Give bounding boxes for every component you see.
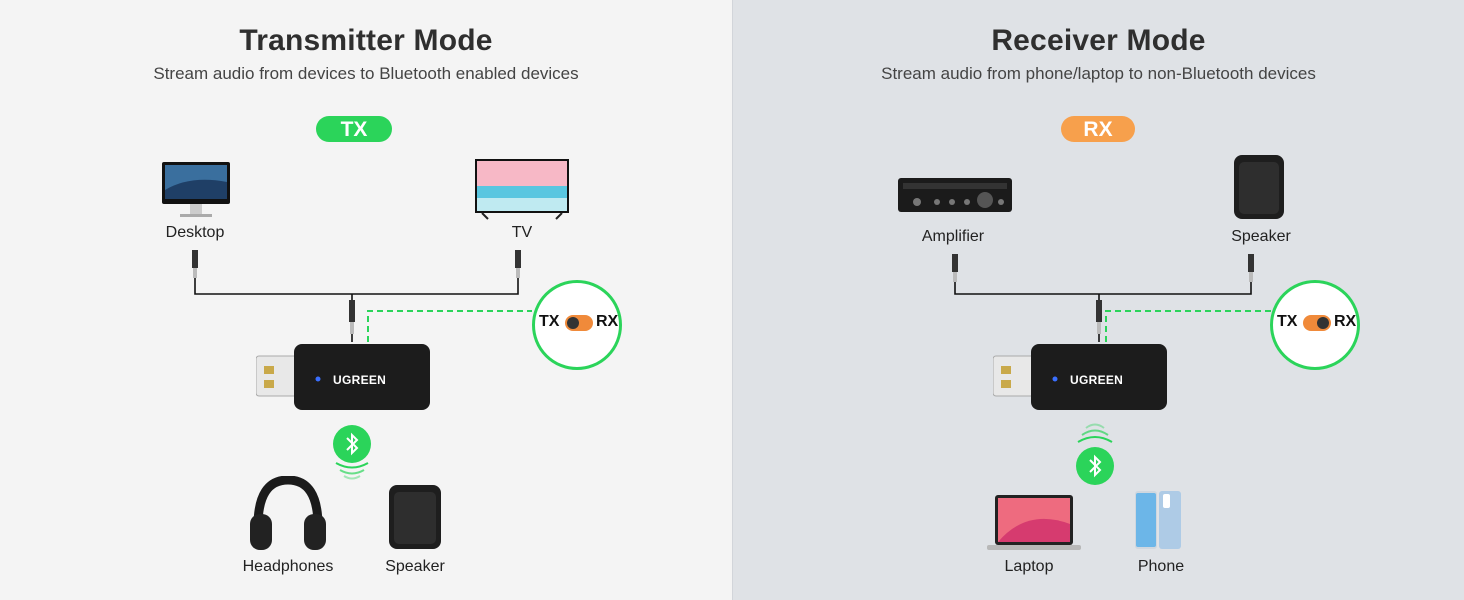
receiver-panel: Receiver Mode Stream audio from phone/la… xyxy=(732,0,1464,600)
speaker-label: Speaker xyxy=(385,558,445,575)
switch-tx-label: TX xyxy=(539,313,560,330)
rx-mode-switch: TX RX xyxy=(1270,280,1360,370)
adapter-jack-icon xyxy=(1096,300,1102,334)
rx-cable-diagram xyxy=(952,254,1271,443)
tv-jack-icon xyxy=(515,250,521,278)
toggle-switch-icon xyxy=(565,315,593,331)
toggle-switch-icon xyxy=(1303,315,1331,331)
desktop-jack-icon xyxy=(192,250,198,278)
speaker-icon xyxy=(389,485,441,549)
adapter-brand: UGREEN xyxy=(1070,373,1124,387)
tv-icon xyxy=(475,159,569,220)
desktop-icon xyxy=(162,162,230,217)
tv-label: TV xyxy=(511,224,533,241)
transmitter-title: Transmitter Mode xyxy=(239,24,493,57)
laptop-icon xyxy=(987,495,1081,550)
headphones-label: Headphones xyxy=(242,558,334,575)
adapter-brand: UGREEN xyxy=(333,373,387,387)
usb-adapter-icon xyxy=(256,344,430,410)
switch-tx-label: TX xyxy=(1277,313,1298,330)
amplifier-jack-icon xyxy=(952,254,958,282)
phone-label: Phone xyxy=(1137,558,1185,575)
speaker-jack-icon xyxy=(1248,254,1254,282)
desktop-label: Desktop xyxy=(165,224,225,241)
transmitter-panel: Transmitter Mode Stream audio from devic… xyxy=(0,0,732,600)
receiver-subtitle: Stream audio from phone/laptop to non-Bl… xyxy=(881,64,1316,83)
laptop-label: Laptop xyxy=(1004,558,1054,575)
amplifier-label: Amplifier xyxy=(921,228,985,245)
tx-badge: TX xyxy=(316,116,392,142)
switch-rx-label: RX xyxy=(596,313,619,330)
transmitter-subtitle: Stream audio from devices to Bluetooth e… xyxy=(153,64,579,83)
speaker-label: Speaker xyxy=(1231,228,1291,245)
usb-adapter-icon xyxy=(993,344,1167,410)
tx-mode-switch: TX RX xyxy=(532,280,622,370)
speaker-icon xyxy=(1234,155,1284,219)
adapter-jack-icon xyxy=(349,300,355,334)
receiver-title: Receiver Mode xyxy=(991,24,1206,57)
headphones-icon xyxy=(250,476,326,550)
tx-cable-diagram xyxy=(192,250,532,480)
bluetooth-icon xyxy=(1076,447,1114,485)
phone-icon xyxy=(1135,491,1181,549)
amplifier-icon xyxy=(898,178,1012,212)
bluetooth-icon xyxy=(333,425,371,463)
rx-badge: RX xyxy=(1061,116,1135,142)
switch-rx-label: RX xyxy=(1334,313,1357,330)
